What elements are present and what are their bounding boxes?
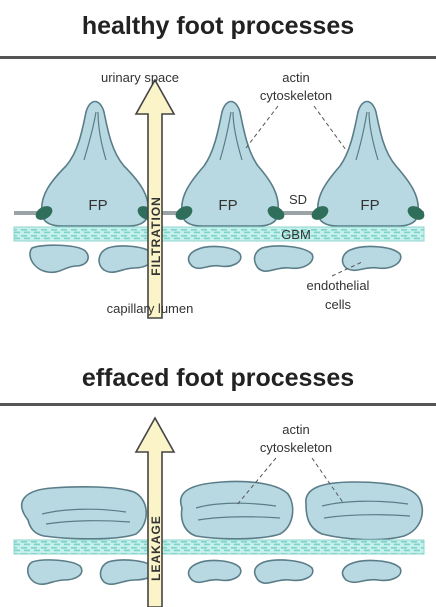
endothelial-label-line1: endothelial	[307, 278, 370, 293]
effaced-endothelial-cells	[28, 560, 401, 584]
glomerular-basement-membrane	[14, 227, 424, 241]
effaced-basement-membrane	[14, 540, 424, 554]
endothelial-cells	[30, 245, 401, 272]
healthy-diagram: FILTRATION urinary space actin cytoskele…	[14, 70, 427, 318]
endothelial-label-line2: cells	[325, 297, 352, 312]
sd-label: SD	[289, 192, 307, 207]
actin-pointer	[246, 106, 278, 148]
capillary-lumen-label: capillary lumen	[107, 301, 194, 316]
fp-label-3: FP	[360, 197, 379, 214]
leakage-arrow-label: LEAKAGE	[149, 515, 163, 581]
fp-label-2: FP	[218, 197, 237, 214]
effaced-diagram: LEAKAGE actin cytoskeleton	[14, 418, 424, 607]
urinary-space-label: urinary space	[101, 70, 179, 85]
fp-label-1: FP	[88, 197, 107, 214]
actin-pointer	[314, 106, 346, 150]
actin-label-line2: cytoskeleton	[260, 88, 332, 103]
effaced-process-2	[181, 482, 293, 539]
gbm-label: GBM	[281, 227, 311, 242]
effaced-actin-label-line2: cytoskeleton	[260, 440, 332, 455]
effaced-process-3	[306, 482, 422, 540]
effaced-actin-label-line1: actin	[282, 422, 309, 437]
effaced-process-1	[22, 487, 147, 539]
actin-label-line1: actin	[282, 70, 309, 85]
filtration-arrow-label: FILTRATION	[149, 196, 163, 276]
